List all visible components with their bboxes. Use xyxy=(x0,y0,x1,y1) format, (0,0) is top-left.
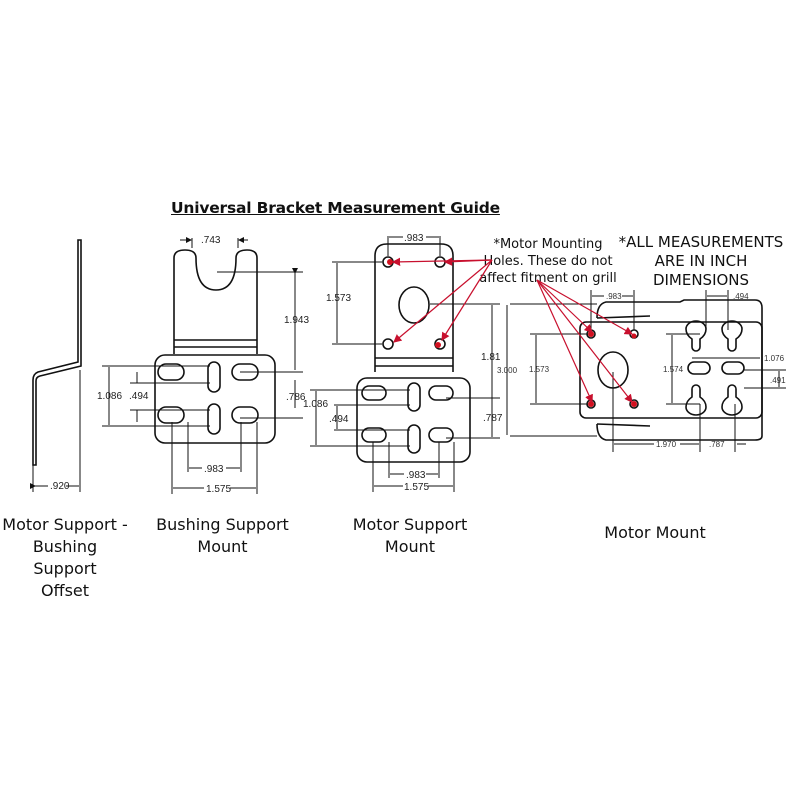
motor-hole-callout-arrows xyxy=(391,257,634,404)
dim-bushing-inner-v: .494 xyxy=(129,391,149,402)
guide-title: Universal Bracket Measurement Guide xyxy=(171,199,500,217)
dim-mm-top-right: .494 xyxy=(733,292,749,301)
caption-line: Offset xyxy=(40,581,90,600)
note-line: *ALL MEASUREMENTS xyxy=(618,233,784,251)
dim-ms-outer-v: 1.086 xyxy=(303,399,328,410)
caption-bushing-support: Bushing Support Mount xyxy=(150,514,295,558)
note-line: affect fitment on grill xyxy=(479,271,617,286)
caption-offset: Motor Support - Bushing Support Offset xyxy=(0,514,130,602)
motor-support-hole-markers xyxy=(387,259,441,348)
units-note: *ALL MEASUREMENTS ARE IN INCH DIMENSIONS xyxy=(616,233,786,290)
caption-line: Bushing Support xyxy=(156,515,289,534)
dim-ms-height: 1.81 xyxy=(481,352,501,363)
caption-motor-mount: Motor Mount xyxy=(590,522,720,544)
dim-mm-mid-v: 1.574 xyxy=(663,365,684,374)
dim-bushing-right-v: .786 xyxy=(286,392,306,403)
bushing-support-drawing: .743 1.943 .786 1.086 .494 .983 1.575 xyxy=(97,235,309,495)
dim-ms-right-v: .787 xyxy=(483,413,503,424)
caption-motor-support: Motor Support Mount xyxy=(345,514,475,558)
dim-bushing-slot: .743 xyxy=(201,235,221,246)
caption-line: Mount xyxy=(384,537,436,556)
bushing-slots xyxy=(157,361,259,435)
dim-bushing-outer-v: 1.086 xyxy=(97,391,122,402)
dim-mm-right-b: .491 xyxy=(770,376,786,385)
motor-mount-drawing: .983 .494 1.573 1.574 1.076 .491 1.970 .… xyxy=(506,290,786,452)
dim-bushing-inner-h: .983 xyxy=(204,464,224,475)
note-line: *Motor Mounting xyxy=(493,237,603,252)
dim-mm-left-v: 1.573 xyxy=(529,365,550,374)
dim-mm-top-left: .983 xyxy=(606,292,622,301)
dim-ms-top-v: 1.573 xyxy=(326,293,351,304)
note-line: DIMENSIONS xyxy=(652,271,750,289)
dim-bushing-height: 1.943 xyxy=(284,315,309,326)
dim-ms-inner-h: .983 xyxy=(406,470,426,481)
dim-ms-outer-h: 1.575 xyxy=(404,482,429,493)
caption-line: Motor Support xyxy=(352,515,468,534)
dim-bushing-outer-h: 1.575 xyxy=(206,484,231,495)
motor-holes-note: *Motor Mounting Holes. These do not affe… xyxy=(478,236,618,287)
dim-ms-inner-v: .494 xyxy=(329,414,349,425)
note-line: ARE IN INCH xyxy=(654,252,748,270)
caption-line: Mount xyxy=(197,537,248,556)
motor-support-drawing: .983 1.573 1.81 3.000 .787 1.086 .494 .9… xyxy=(303,233,518,493)
dim-mm-bottom-b: .787 xyxy=(709,440,725,449)
dim-ms-top-h: .983 xyxy=(404,233,424,244)
offset-bracket-profile: .920 xyxy=(30,239,82,492)
caption-line: Motor Mount xyxy=(604,523,706,542)
motor-mount-slots xyxy=(685,320,745,416)
caption-line: Motor Support - xyxy=(2,515,128,534)
note-line: Holes. These do not xyxy=(483,254,613,269)
dim-offset-width: .920 xyxy=(50,481,70,492)
dim-mm-right-a: 1.076 xyxy=(764,354,785,363)
dim-mm-bottom-a: 1.970 xyxy=(656,440,677,449)
caption-line: Bushing Support xyxy=(32,537,98,578)
